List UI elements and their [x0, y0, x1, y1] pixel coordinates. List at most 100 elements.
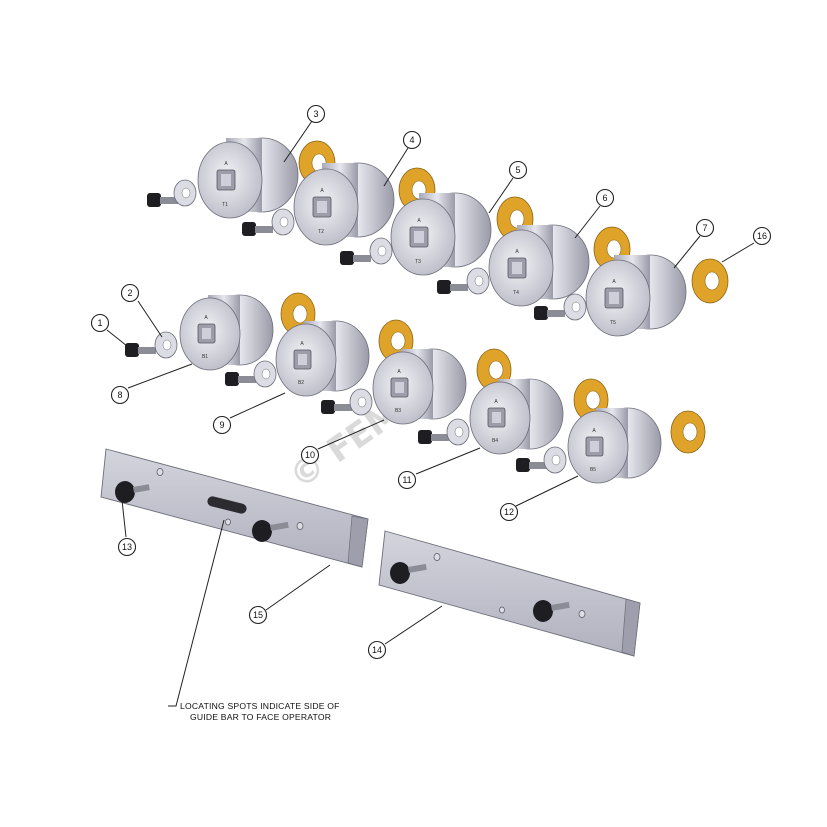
face-mark-a: A	[612, 279, 616, 285]
callout-13: 13	[117, 537, 137, 557]
callout-1: 1	[90, 313, 110, 333]
roller-b5: A B5	[567, 407, 662, 484]
face-label-b4: B4	[492, 438, 498, 444]
callout-15: 15	[248, 605, 268, 625]
face-mark-a: A	[300, 341, 304, 347]
locating-spot	[433, 553, 441, 561]
roller-t5: A T5	[585, 254, 687, 337]
roller-b2: A B2	[275, 320, 370, 397]
guide-bar-14	[378, 530, 641, 657]
bolt-t2	[242, 222, 273, 236]
svg-text:9: 9	[219, 420, 224, 430]
face-mark-a: A	[204, 315, 208, 321]
face-mark-a: A	[515, 249, 519, 255]
callout-11: 11	[397, 470, 417, 490]
bolt-b2	[225, 372, 256, 386]
knob-13	[115, 481, 150, 503]
top-row: A T1 A T2	[147, 137, 729, 337]
callout-16: 16	[752, 226, 772, 246]
note-line-2: GUIDE BAR TO FACE OPERATOR	[190, 712, 331, 722]
bottom-row: A B1 A B2	[125, 292, 706, 484]
flat-washer-t4	[466, 267, 490, 295]
washer-16	[691, 258, 729, 304]
locating-spot	[156, 468, 164, 476]
knob-14b	[533, 600, 570, 622]
locating-spot	[225, 518, 231, 526]
roller-t1: A T1	[197, 137, 299, 219]
svg-text:2: 2	[127, 288, 132, 298]
roller-b4: A B4	[469, 378, 564, 455]
face-label-t3: T3	[415, 259, 421, 265]
callout-14: 14	[367, 640, 387, 660]
flat-washer-t2	[271, 208, 295, 236]
guide-bar-15	[100, 448, 369, 568]
svg-text:3: 3	[313, 109, 318, 119]
face-label-t2: T2	[318, 229, 324, 235]
face-label-b1: B1	[202, 354, 208, 360]
svg-text:15: 15	[253, 610, 263, 620]
note-line-1: LOCATING SPOTS INDICATE SIDE OF	[180, 701, 340, 711]
callout-2: 2	[120, 283, 140, 303]
locating-spot	[296, 522, 304, 530]
bolt-1	[125, 343, 156, 357]
face-mark-a: A	[494, 399, 498, 405]
svg-text:1: 1	[97, 318, 102, 328]
face-mark-a: A	[592, 428, 596, 434]
callout-4: 4	[402, 130, 422, 150]
svg-text:13: 13	[122, 542, 132, 552]
flat-washer-t3	[369, 237, 393, 265]
bolt-t3	[340, 251, 371, 265]
face-label-t1: T1	[222, 202, 228, 208]
svg-text:6: 6	[602, 193, 607, 203]
svg-text:7: 7	[702, 223, 707, 233]
roller-t2: A T2	[293, 162, 395, 246]
flat-washer-b4	[446, 418, 470, 446]
bolt-b4	[418, 430, 449, 444]
face-mark-a: A	[397, 369, 401, 375]
roller-b1: A B1	[179, 294, 274, 371]
flat-washer-t5	[563, 293, 587, 321]
bolt-t1	[147, 193, 178, 207]
locating-spots-note: LOCATING SPOTS INDICATE SIDE OF GUIDE BA…	[180, 701, 340, 722]
svg-text:5: 5	[515, 165, 520, 175]
roller-b3: A B3	[372, 348, 467, 425]
flat-washer-b5	[543, 446, 567, 474]
face-label-t4: T4	[513, 290, 519, 296]
flat-washer-b3	[349, 388, 373, 416]
bolt-t4	[437, 280, 468, 294]
callout-3: 3	[306, 104, 326, 124]
guide-bar-slot	[207, 496, 247, 514]
locating-spot	[499, 606, 505, 614]
flat-washer-2	[154, 331, 178, 359]
svg-text:8: 8	[117, 390, 122, 400]
flat-washer-t1	[173, 179, 197, 207]
svg-text:12: 12	[504, 507, 514, 517]
flat-washer-b2	[253, 360, 277, 388]
bolt-b5	[516, 458, 547, 472]
svg-text:10: 10	[305, 450, 315, 460]
callout-5: 5	[508, 160, 528, 180]
face-label-t5: T5	[610, 320, 616, 326]
callout-12: 12	[499, 502, 519, 522]
bolt-b3	[321, 400, 352, 414]
leader-lines	[106, 120, 755, 707]
locating-spot	[578, 610, 586, 618]
face-label-b3: B3	[395, 408, 401, 414]
roller-t4: A T4	[488, 224, 590, 307]
knob-15b	[252, 520, 289, 542]
roller-t3: A T3	[390, 192, 492, 276]
face-mark-a: A	[417, 218, 421, 224]
face-label-b5: B5	[590, 467, 596, 473]
bolt-t5	[534, 306, 565, 320]
washer-b5	[670, 410, 706, 454]
callout-7: 7	[695, 218, 715, 238]
face-mark-a: A	[320, 188, 324, 194]
callout-6: 6	[595, 188, 615, 208]
callout-9: 9	[212, 415, 232, 435]
svg-text:14: 14	[372, 645, 382, 655]
callout-8: 8	[110, 385, 130, 405]
face-label-b2: B2	[298, 380, 304, 386]
svg-text:4: 4	[409, 135, 414, 145]
svg-text:16: 16	[757, 231, 767, 241]
